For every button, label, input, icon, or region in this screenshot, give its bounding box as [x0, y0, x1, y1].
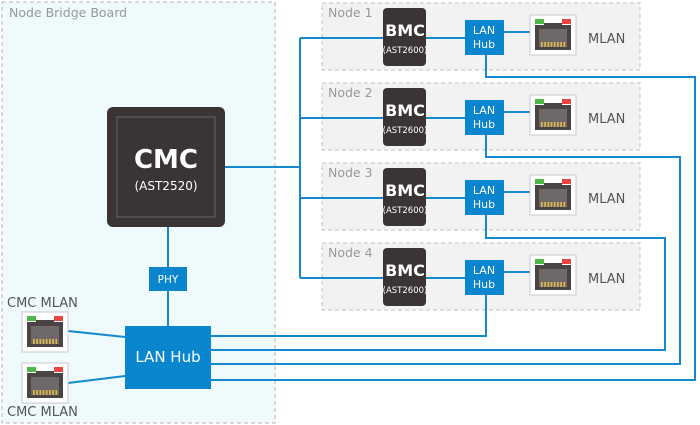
mlan-label: MLAN: [588, 272, 625, 287]
bmc-subtitle: (AST2600): [383, 46, 428, 56]
cmc-title: CMC: [134, 145, 198, 175]
ethernet-port-icon: [529, 14, 577, 56]
node-title: Node 1: [328, 5, 373, 20]
cmc-subtitle: (AST2520): [134, 179, 197, 193]
hub-return-4: [211, 295, 487, 337]
bmc-subtitle: (AST2600): [383, 206, 428, 216]
hub-return-2: [211, 135, 681, 365]
mlan-label: MLAN: [588, 192, 625, 207]
phy-chip: PHY: [149, 267, 187, 291]
bmc-chip: BMC (AST2600): [383, 248, 428, 306]
bmc-subtitle: (AST2600): [383, 286, 428, 296]
ethernet-port-icon: [529, 94, 577, 136]
hub-label-line1: LAN: [473, 104, 495, 117]
cmc-port-link-2: [67, 375, 126, 384]
bmc-title: BMC: [385, 101, 425, 120]
hub-label-line2: Hub: [473, 278, 495, 291]
bmc-chip: BMC (AST2600): [383, 8, 428, 66]
hub-label-line1: LAN: [473, 24, 495, 37]
bmc-chip: BMC (AST2600): [383, 88, 428, 146]
bmc-title: BMC: [385, 21, 425, 40]
board-title: Node Bridge Board: [9, 5, 127, 20]
node-title: Node 2: [328, 85, 373, 100]
main-lan-hub: LAN Hub: [125, 326, 211, 389]
bmc-title: BMC: [385, 181, 425, 200]
cmc-chip: CMC (AST2520): [107, 107, 225, 227]
node-panel-2: Node 2: [321, 82, 641, 151]
hub-label-line1: LAN: [473, 264, 495, 277]
node-title: Node 4: [328, 245, 373, 260]
hub-label-line2: Hub: [473, 118, 495, 131]
cmc-port-label-1: CMC MLAN: [7, 296, 78, 311]
phy-label: PHY: [158, 274, 179, 286]
cmc-port-label-2: CMC MLAN: [7, 405, 78, 420]
hub-return-1: [211, 55, 696, 381]
hub-return-3: [211, 215, 666, 351]
hub-label-line2: Hub: [473, 198, 495, 211]
bmc-title: BMC: [385, 261, 425, 280]
hub-label-line1: LAN: [473, 184, 495, 197]
bmc-chip: BMC (AST2600): [383, 168, 428, 226]
cmc-port-link-1: [67, 330, 126, 338]
ethernet-port-icon: [529, 174, 577, 216]
bmc-subtitle: (AST2600): [383, 126, 428, 136]
node-title: Node 3: [328, 165, 373, 180]
mlan-label: MLAN: [588, 32, 625, 47]
hub-label-line2: Hub: [473, 38, 495, 51]
mlan-label: MLAN: [588, 112, 625, 127]
ethernet-port-icon: [21, 362, 69, 404]
connection-lines: [67, 31, 696, 384]
main-hub-label: LAN Hub: [135, 348, 200, 366]
ethernet-port-icon: [529, 254, 577, 296]
ethernet-port-icon: [21, 311, 69, 353]
